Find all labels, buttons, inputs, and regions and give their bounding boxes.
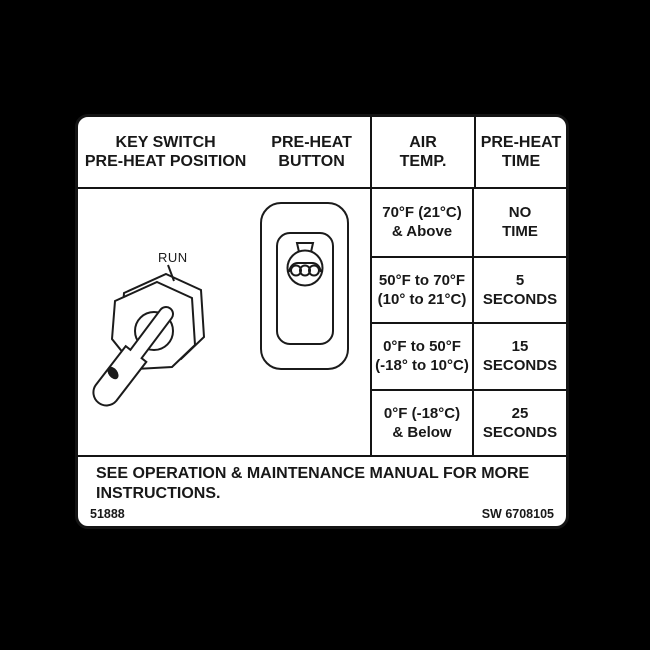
diagram-cell: RUN [78, 189, 370, 455]
glow-plug-arch [288, 262, 322, 273]
table-cell-preheat-time: 15 SECONDS [472, 322, 566, 389]
instruction-label: KEY SWITCH PRE-HEAT POSITION PRE-HEAT BU… [75, 114, 569, 529]
table-cell-air-temp: 50°F to 70°F (10° to 21°C) [370, 255, 472, 322]
header-preheat-button: PRE-HEAT BUTTON [271, 134, 352, 170]
glow-plug-coil-loop [308, 264, 320, 277]
header-left-group: KEY SWITCH PRE-HEAT POSITION PRE-HEAT BU… [78, 117, 370, 187]
button-face [276, 232, 334, 345]
table-header-row: KEY SWITCH PRE-HEAT POSITION PRE-HEAT BU… [78, 117, 566, 189]
glow-plug-terminal [295, 242, 315, 253]
key-switch-icon: RUN [92, 250, 206, 407]
label-body: RUN [78, 189, 566, 455]
table-cell-preheat-time: 5 SECONDS [472, 255, 566, 322]
table-cell-air-temp: 0°F (-18°C) & Below [370, 388, 472, 455]
table-cell-air-temp: 0°F to 50°F (-18° to 10°C) [370, 322, 472, 389]
glow-plug-button-icon [260, 202, 349, 370]
header-key-switch-position: KEY SWITCH PRE-HEAT POSITION [84, 134, 247, 170]
key-head-hole [107, 366, 119, 380]
button-bezel [260, 202, 349, 370]
maintenance-notice: SEE OPERATION & MAINTENANCE MANUAL FOR M… [96, 465, 530, 502]
table-cell-air-temp: 70°F (21°C) & Above [370, 189, 472, 256]
part-numbers-row: 51888 SW 6708105 [90, 507, 554, 521]
header-preheat-time: PRE-HEAT TIME [474, 117, 566, 187]
glow-plug-body [286, 249, 324, 287]
label-footer: SEE OPERATION & MAINTENANCE MANUAL FOR M… [78, 455, 566, 526]
part-number-right: SW 6708105 [481, 507, 554, 521]
preheat-time-table: 70°F (21°C) & Above NO TIME 50°F to 70°F… [370, 189, 566, 455]
run-pointer-line [167, 264, 175, 282]
table-cell-preheat-time: 25 SECONDS [472, 388, 566, 455]
header-air-temp: AIR TEMP. [370, 117, 474, 187]
table-cell-preheat-time: NO TIME [472, 189, 566, 256]
run-position-label: RUN [158, 250, 188, 265]
key-shape [92, 306, 174, 407]
part-number-left: 51888 [90, 507, 125, 521]
